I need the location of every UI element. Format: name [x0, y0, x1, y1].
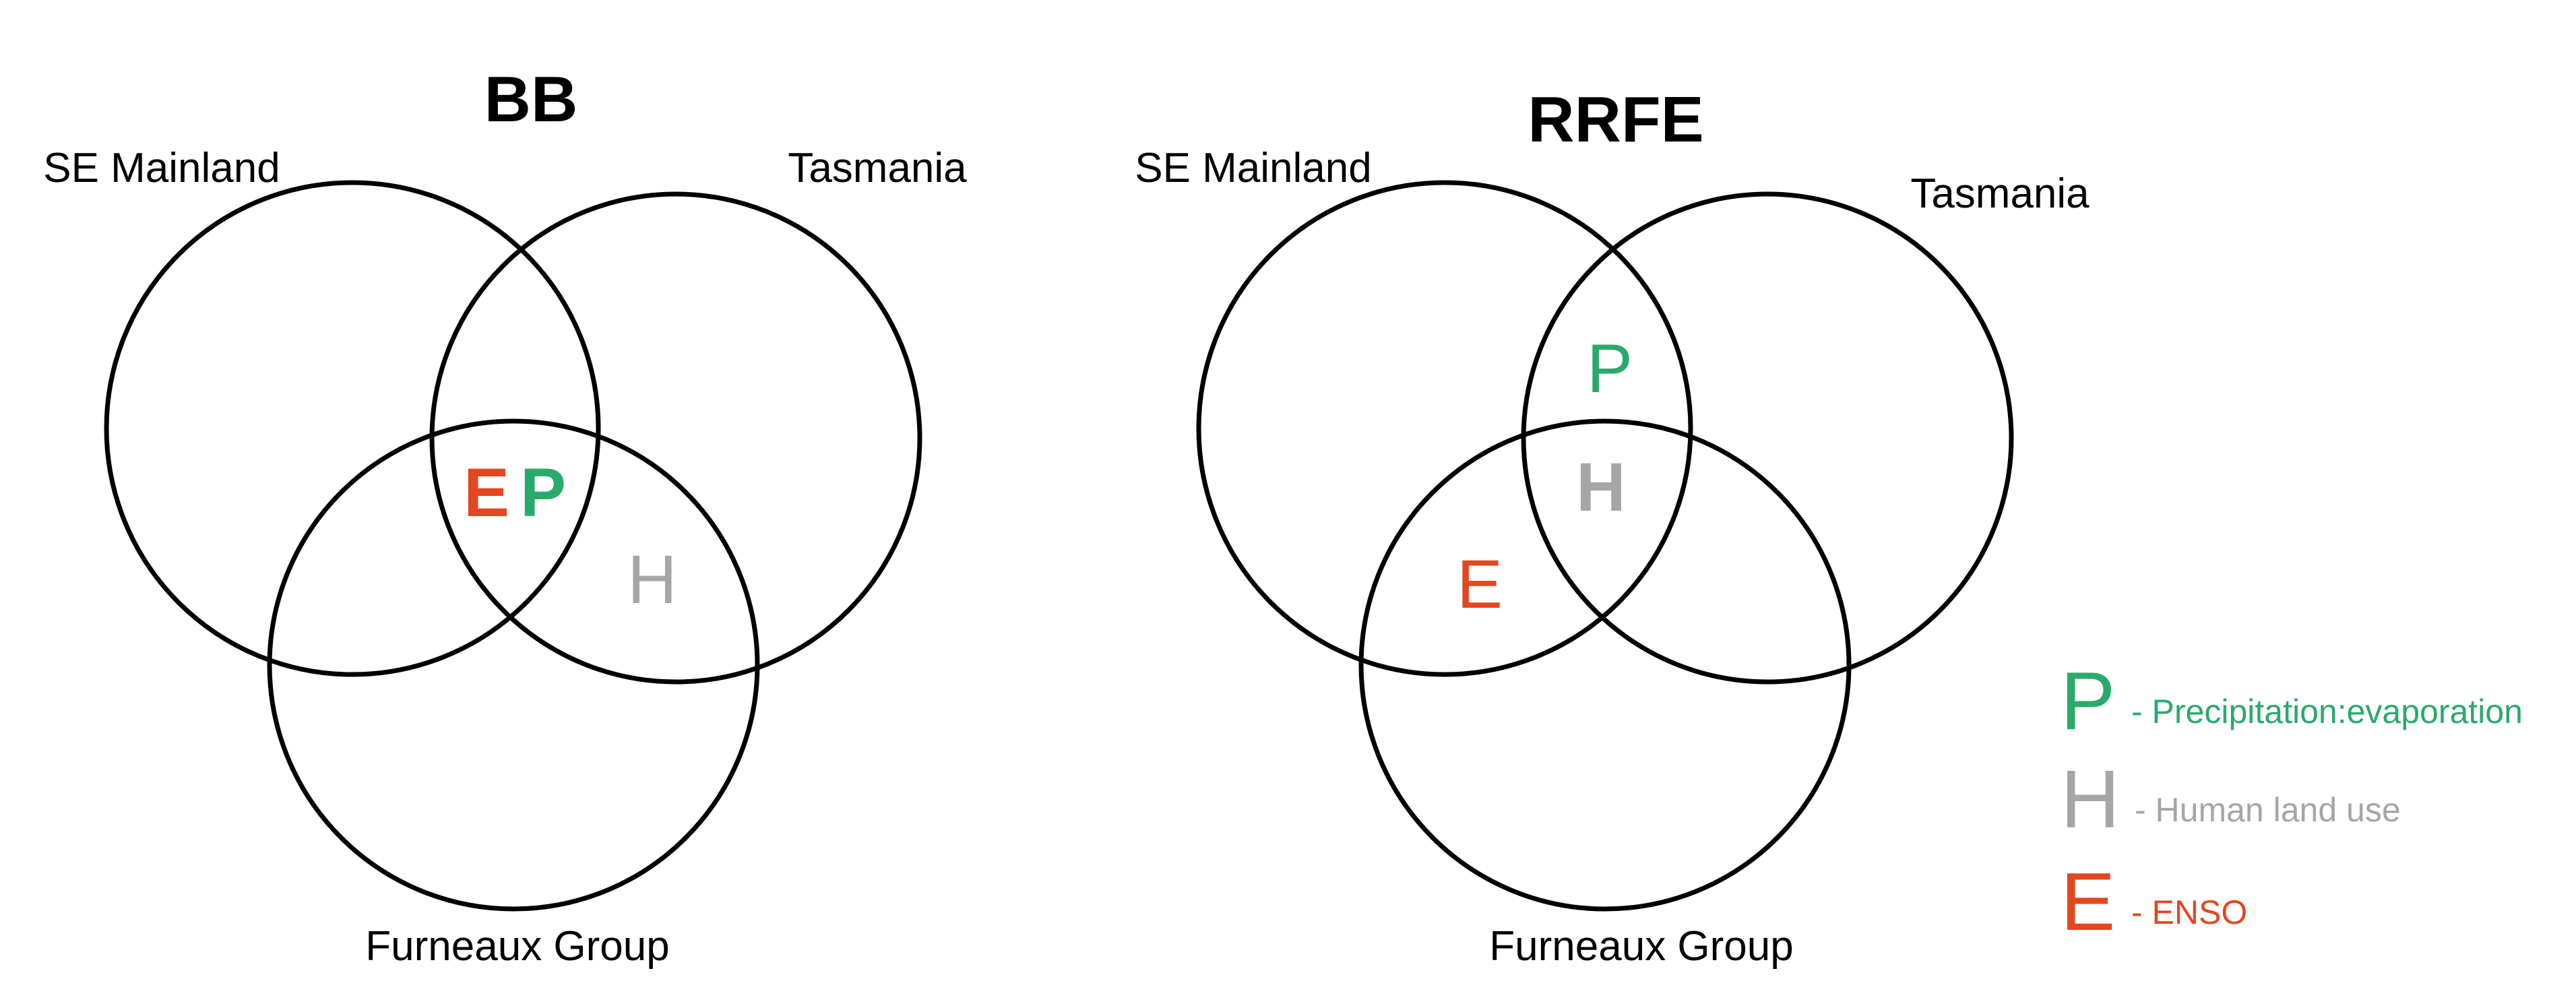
venn-diagram-bb: BB SE Mainland Tasmania Furneaux Group E… — [43, 63, 967, 970]
legend-text-p: - Precipitation:evaporation — [2131, 693, 2523, 730]
region-label-tasmania-rrfe: Tasmania — [1910, 170, 2090, 217]
region-label-se-mainland-bb: SE Mainland — [43, 145, 280, 191]
factor-e-rrfe: E — [1457, 546, 1503, 623]
circle-se-mainland-bb — [104, 180, 601, 677]
region-label-furneaux-group-rrfe: Furneaux Group — [1489, 923, 1793, 970]
region-label-tasmania-bb: Tasmania — [788, 145, 967, 191]
circle-se-mainland-rrfe — [1196, 180, 1693, 677]
region-label-furneaux-group-bb: Furneaux Group — [365, 923, 669, 970]
circle-tasmania-rrfe — [1521, 191, 2014, 685]
circle-tasmania-bb — [429, 191, 922, 685]
legend-letter-e: E — [2061, 856, 2115, 947]
legend-letter-h: H — [2061, 753, 2120, 845]
legend-item-p: P - Precipitation:evaporation — [2061, 655, 2523, 747]
factor-e-bb: E — [464, 454, 509, 531]
circle-furneaux-group-bb — [267, 418, 760, 912]
factor-h-bb: H — [627, 541, 677, 618]
factor-h-rrfe: H — [1576, 449, 1626, 526]
factor-p-rrfe: P — [1587, 330, 1633, 407]
legend-text-e: - ENSO — [2131, 893, 2247, 931]
legend: P - Precipitation:evaporation H - Human … — [2061, 655, 2523, 947]
factor-p-bb: P — [520, 454, 566, 531]
legend-item-e: E - ENSO — [2061, 856, 2247, 947]
legend-letter-p: P — [2061, 655, 2115, 747]
venn-diagram-rrfe: RRFE SE Mainland Tasmania Furneaux Group… — [1135, 84, 2090, 970]
legend-text-h: - Human land use — [2135, 791, 2401, 829]
circle-furneaux-group-rrfe — [1358, 418, 1852, 912]
legend-item-h: H - Human land use — [2061, 753, 2401, 845]
diagram-title-bb: BB — [484, 63, 578, 135]
diagram-title-rrfe: RRFE — [1528, 84, 1703, 156]
region-label-se-mainland-rrfe: SE Mainland — [1135, 145, 1372, 191]
